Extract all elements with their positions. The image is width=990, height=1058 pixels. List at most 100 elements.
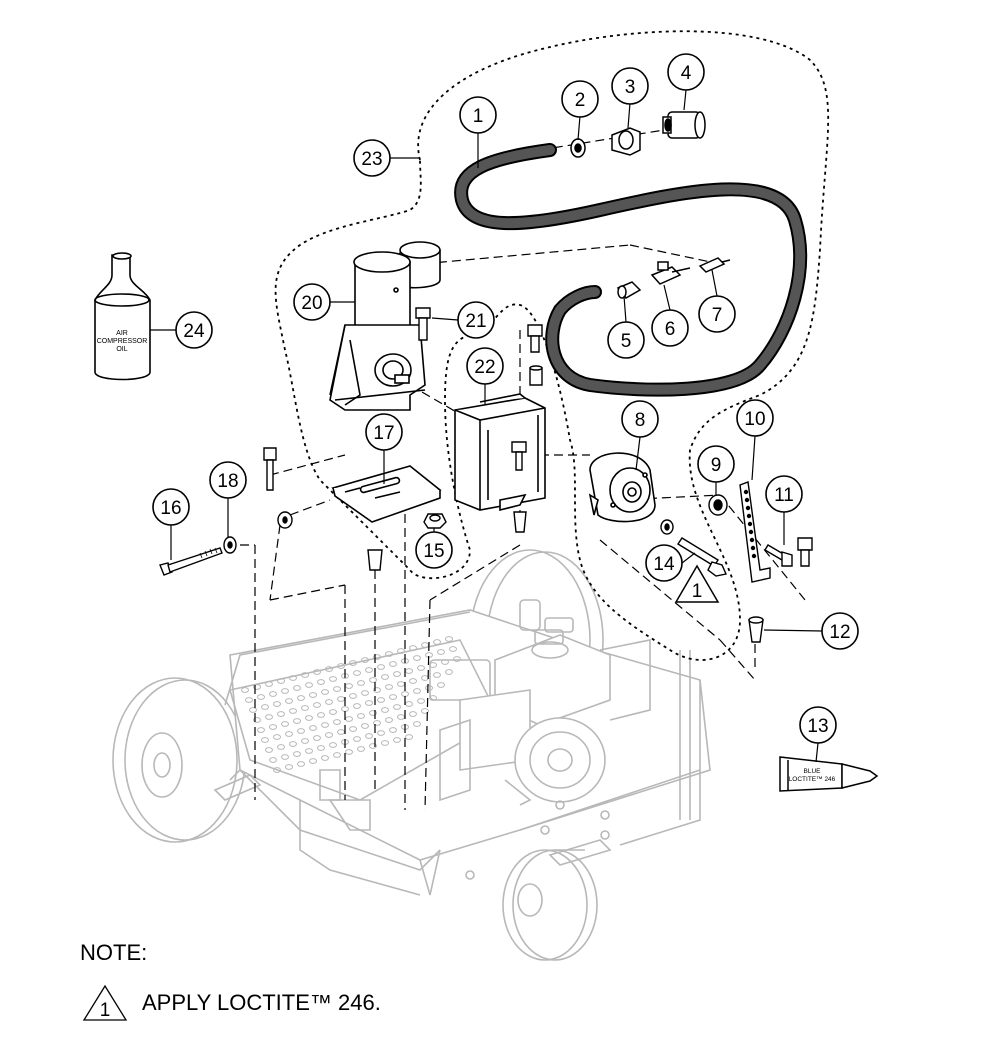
perforation-hole (373, 654, 381, 660)
callout-2[interactable]: 2 (561, 80, 599, 118)
perforation-hole (405, 734, 413, 740)
perforation-hole (393, 671, 401, 677)
perforation-hole (361, 657, 369, 663)
bolt-21 (415, 307, 431, 341)
perforation-hole (305, 715, 313, 721)
callout-16[interactable]: 16 (152, 488, 190, 526)
callout-1[interactable]: 1 (459, 96, 497, 134)
callout-23[interactable]: 23 (353, 139, 391, 177)
perforation-hole (285, 731, 293, 737)
callout-17[interactable]: 17 (365, 413, 403, 451)
perforation-hole (377, 697, 385, 703)
callout-11[interactable]: 11 (765, 475, 803, 513)
perforation-hole (245, 697, 253, 703)
callout-20[interactable]: 20 (293, 283, 331, 321)
callout-8[interactable]: 8 (621, 400, 659, 438)
callout-7-label: 7 (712, 305, 723, 326)
warning-triangle: 1 (674, 564, 720, 603)
callout-20-label: 20 (301, 293, 322, 314)
perforation-hole (309, 758, 317, 764)
callout-6[interactable]: 6 (651, 309, 689, 347)
perforation-hole (317, 712, 325, 718)
callout-24[interactable]: 24 (175, 311, 213, 349)
loctite-tube: BLUE LOCTITE™ 246 (779, 756, 879, 792)
perforation-hole (333, 752, 341, 758)
perforation-hole (261, 704, 269, 710)
callout-5-label: 5 (621, 331, 632, 352)
callout-3[interactable]: 3 (611, 67, 649, 105)
perforation-hole (273, 734, 281, 740)
callout-5[interactable]: 5 (607, 321, 645, 359)
callout-22[interactable]: 22 (466, 347, 504, 385)
perforation-hole (385, 717, 393, 723)
oil-bottle-label-3: OIL (116, 346, 127, 353)
quick-coupler (662, 111, 706, 139)
fitting-adapter (611, 127, 641, 156)
callout-15-label: 15 (423, 541, 444, 562)
callout-15[interactable]: 15 (415, 531, 453, 569)
note-line: 1 APPLY LOCTITE™ 246. (82, 984, 381, 1022)
callout-18[interactable]: 18 (209, 461, 247, 499)
note-warning-number: 1 (100, 1000, 111, 1021)
perforation-hole (321, 755, 329, 761)
perforation-hole (349, 726, 357, 732)
spacer (529, 365, 543, 386)
callout-6-label: 6 (665, 319, 676, 340)
perforation-hole (285, 764, 293, 770)
callout-1-label: 1 (473, 106, 484, 127)
callout-4[interactable]: 4 (667, 53, 705, 91)
note-warning-triangle-icon: 1 (82, 984, 128, 1021)
perforation-hole (289, 675, 297, 681)
perforation-hole (297, 728, 305, 734)
perforation-hole (321, 722, 329, 728)
perforation-hole (281, 721, 289, 727)
perforation-hole (433, 639, 441, 645)
callout-13[interactable]: 13 (799, 706, 837, 744)
callout-14[interactable]: 14 (645, 544, 683, 582)
perforation-hole (389, 727, 397, 733)
perforation-hole (413, 688, 421, 694)
perforation-hole (381, 740, 389, 746)
perforation-hole (293, 751, 301, 757)
perforation-hole (269, 724, 277, 730)
perforation-hole (321, 689, 329, 695)
perforation-hole (377, 730, 385, 736)
callout-13-label: 13 (807, 716, 828, 737)
perforation-hole (313, 669, 321, 675)
callout-16-label: 16 (160, 498, 181, 519)
perforation-hole (301, 738, 309, 744)
fasteners (159, 307, 813, 643)
perforation-hole (357, 746, 365, 752)
perforation-hole (313, 735, 321, 741)
bolt-16 (159, 547, 223, 576)
callout-21[interactable]: 21 (457, 301, 495, 339)
perforation-hole (373, 720, 381, 726)
callout-10[interactable]: 10 (736, 399, 774, 437)
perforation-hole (397, 648, 405, 654)
callouts: 1 2 3 4 23 20 21 24 22 5 6 7 17 8 10 9 1… (152, 53, 859, 744)
leader-lines (150, 89, 823, 763)
perforation-hole (265, 714, 273, 720)
hose (454, 143, 808, 397)
perforation-hole (325, 732, 333, 738)
nut-9 (708, 494, 728, 516)
perforation-hole (361, 723, 369, 729)
control-box (454, 393, 546, 512)
callout-7[interactable]: 7 (698, 295, 736, 333)
callout-9[interactable]: 9 (697, 445, 735, 483)
perforation-hole (377, 664, 385, 670)
perforation-hole (265, 681, 273, 687)
perforation-hole (309, 725, 317, 731)
nut-15 (423, 513, 447, 529)
oil-bottle-label-2: COMPRESSOR (97, 338, 148, 345)
machine-base (112, 549, 711, 961)
perforation-hole (325, 666, 333, 672)
pressure-switch (588, 452, 656, 523)
perforation-hole (409, 645, 417, 651)
front-caster-wheel (502, 849, 598, 961)
perforation-hole (273, 701, 281, 707)
callout-12[interactable]: 12 (821, 612, 859, 650)
rivet-nut-plate (367, 549, 383, 571)
perforation-hole (385, 651, 393, 657)
